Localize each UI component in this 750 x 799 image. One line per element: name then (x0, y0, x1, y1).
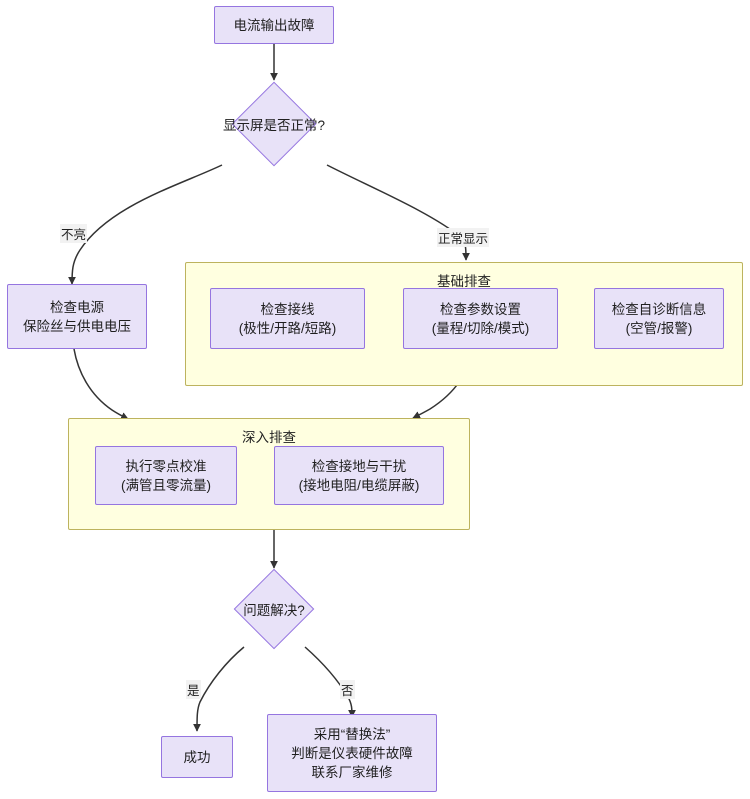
node-check-params-line2: (量程/切除/模式) (431, 320, 530, 336)
node-check-power[interactable]: 检查电源 保险丝与供电电压 (7, 284, 147, 349)
node-check-params-line1: 检查参数设置 (440, 301, 521, 317)
cluster-basic-title: 基础排查 (437, 274, 491, 289)
node-check-wiring-line1: 检查接线 (260, 301, 315, 317)
node-zero-cal-line1: 执行零点校准 (125, 458, 207, 474)
edge-label-not-lit: 不亮 (60, 224, 88, 243)
node-check-wiring[interactable]: 检查接线 (极性/开路/短路) (210, 288, 365, 349)
node-check-ground-line2: (接地电阻/电缆屏蔽) (298, 477, 420, 493)
node-replace-method-line3: 联系厂家维修 (311, 764, 393, 780)
cluster-deep-title: 深入排查 (242, 430, 296, 445)
node-replace-method-line1: 采用“替换法” (313, 726, 391, 742)
node-check-selfdiag-line1: 检查自诊断信息 (611, 301, 707, 317)
node-zero-cal[interactable]: 执行零点校准 (满管且零流量) (95, 446, 237, 505)
edge-label-no: 否 (340, 680, 355, 699)
node-zero-cal-line2: (满管且零流量) (121, 477, 211, 493)
node-success-label: 成功 (183, 749, 211, 765)
node-check-power-line1: 检查电源 (50, 299, 104, 315)
decision-display-label: 显示屏是否正常? (222, 118, 325, 133)
node-check-ground-line1: 检查接地与干扰 (311, 458, 407, 474)
node-replace-method[interactable]: 采用“替换法” 判断是仪表硬件故障 联系厂家维修 (267, 714, 437, 792)
node-check-params[interactable]: 检查参数设置 (量程/切除/模式) (403, 288, 558, 349)
node-check-ground[interactable]: 检查接地与干扰 (接地电阻/电缆屏蔽) (274, 446, 444, 505)
edge-label-normal-display: 正常显示 (437, 228, 490, 247)
node-check-selfdiag-line2: (空管/报警) (625, 320, 693, 336)
node-check-wiring-line2: (极性/开路/短路) (238, 320, 337, 336)
edge-label-yes: 是 (186, 680, 201, 699)
decision-solved-label: 问题解决? (243, 603, 305, 618)
node-check-power-line2: 保险丝与供电电压 (23, 318, 131, 334)
node-decision-solved[interactable]: 问题解决? (219, 568, 329, 650)
node-check-selfdiag[interactable]: 检查自诊断信息 (空管/报警) (594, 288, 724, 349)
node-start[interactable]: 电流输出故障 (214, 6, 334, 44)
node-decision-display[interactable]: 显示屏是否正常? (207, 81, 341, 167)
edge-power-to-deep (73, 348, 129, 420)
edge-solved-yes-to-success (193, 646, 245, 732)
node-start-label: 电流输出故障 (233, 17, 315, 33)
node-replace-method-line2: 判断是仪表硬件故障 (291, 745, 413, 761)
node-success[interactable]: 成功 (161, 736, 233, 778)
